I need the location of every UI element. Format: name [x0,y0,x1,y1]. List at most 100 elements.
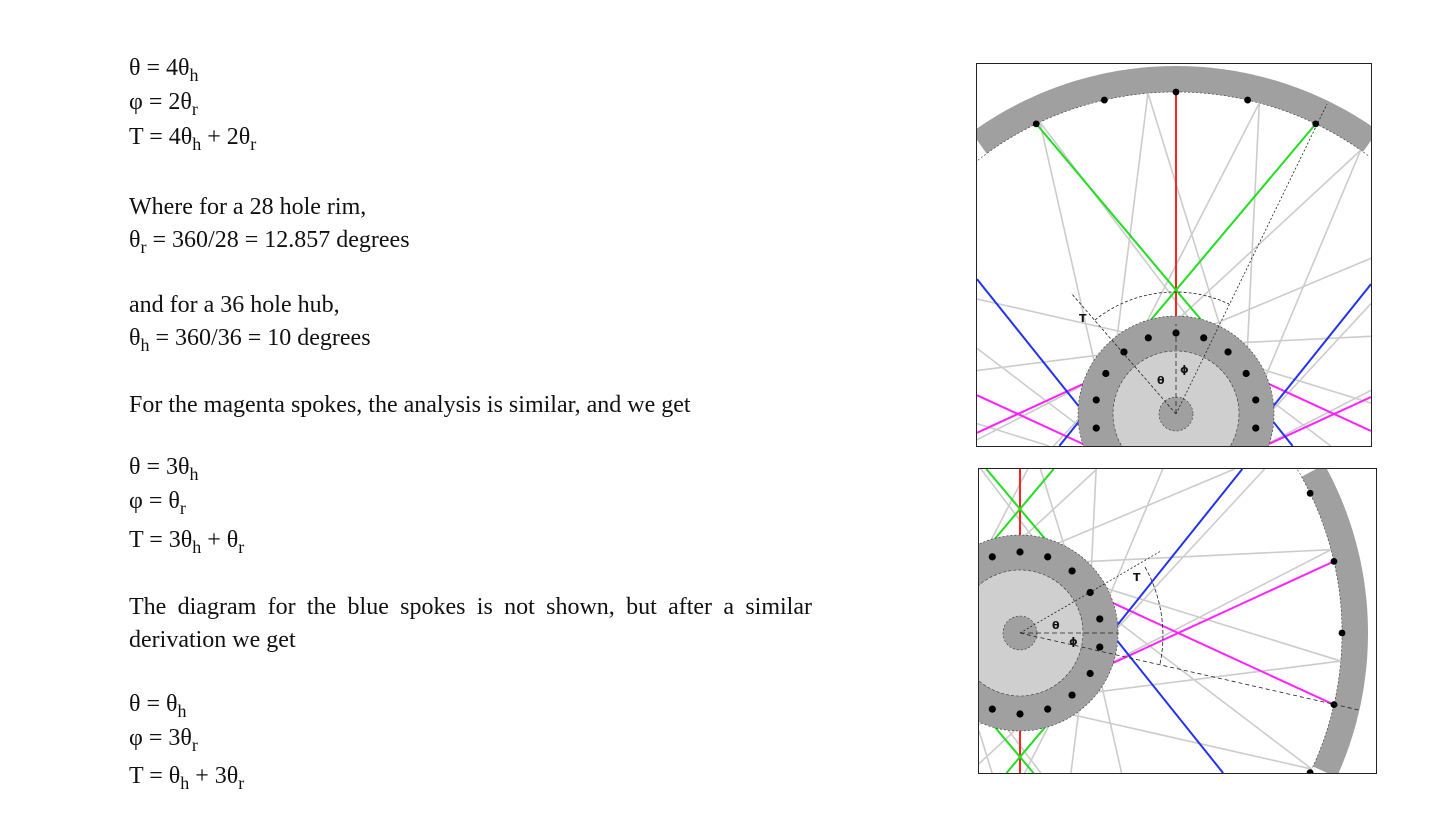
rim [977,66,1371,154]
eq-text: θ = 4θ [129,55,190,81]
equation-phi-3: φ = 3θr [129,723,198,755]
eq-sub: r [238,773,245,793]
hub-hole [1068,567,1076,575]
hub-hole [988,553,996,561]
rim-hole [1244,96,1252,104]
eq-text: θ [129,227,141,253]
spoke [1264,396,1371,446]
spoke [1047,708,1313,770]
hub-hole [1200,334,1208,342]
wheel-lacing-figure: T θ ϕ [979,469,1368,773]
phi-label: ϕ [1180,363,1189,376]
spoke [979,730,993,773]
spoke [1089,560,1335,675]
wheel-diagram-bottom: T θ ϕ [978,468,1377,774]
eq-text: T = θ [129,763,181,789]
spoke [1255,149,1362,401]
spoke [1098,469,1244,648]
equation-phi-2: φ = θr [129,486,186,517]
spoke [1035,123,1229,353]
rim-hole [1306,489,1314,497]
eq-text: + θ [201,527,239,553]
eq-sub: h [189,65,199,85]
rim [1301,469,1368,773]
eq-sub: h [180,773,190,793]
eq-sub: r [140,237,147,257]
spoke [1039,121,1101,387]
eq-sub: r [238,537,245,557]
hub-hole [1044,705,1052,713]
eq-sub: r [191,99,198,119]
spoke [1147,92,1229,353]
eq-text: + 3θ [189,763,239,789]
spoke [1099,469,1266,648]
equation-T-3: T = θh + 3θr [129,761,245,793]
equation-T-1: T = 4θh + 2θr [129,122,256,154]
eq-text: = 360/28 = 12.857 degrees [146,227,410,253]
spoke [1254,283,1371,429]
spoke [1113,93,1149,363]
eq-sub: h [189,464,199,484]
tau-label: T [1133,571,1141,584]
tau-ref-line [1019,550,1162,634]
equation-T-2: T = 3θh + θr [129,525,245,557]
eq-text: φ = 2θ [129,89,192,115]
rim-hole [1306,769,1314,773]
hub-text-line2: θh = 360/36 = 10 degrees [129,323,371,355]
tau-arc [1144,566,1164,665]
spoke [1060,548,1332,564]
blue-text: The diagram for the blue spokes is not s… [129,594,812,653]
hub-hole [1044,553,1052,561]
tau-arc [1094,291,1230,321]
phi-ref-line [1019,632,1360,711]
rim-hole [1330,701,1338,709]
spoke [1245,102,1261,374]
rim-inner-edge [977,91,1370,161]
spoke [1189,257,1371,335]
hub-hole [1016,548,1024,556]
spoke [1099,469,1164,620]
hub-hole [1224,348,1232,356]
spoke [1089,591,1335,706]
eq-text: θ = θ [129,691,178,717]
spoke [1071,660,1341,696]
eq-text: = 360/36 = 10 degrees [149,325,371,351]
magenta-text: For the magenta spokes, the analysis is … [129,392,691,418]
spoke [1081,580,1342,662]
hub-hole [1092,396,1100,404]
rim-text-line2: θr = 360/28 = 12.857 degrees [129,225,410,257]
hub-hole [988,705,996,713]
eq-sub: h [140,335,150,355]
spoke [977,278,1098,429]
spoke [1098,618,1224,773]
spoke [1123,123,1317,353]
equation-theta-1: θ = 4θh [129,53,199,85]
rim-text-line1: Where for a 28 hole rim, [129,194,367,220]
eq-text: φ = 3θ [129,725,192,751]
wheel-diagram-top: T θ ϕ [976,63,1372,447]
hub-hole [1252,396,1260,404]
hub-hole [1068,691,1076,699]
rim-hole [1032,120,1040,128]
eq-text: φ = θ [129,488,180,514]
equation-theta-2: θ = 3θh [129,452,199,484]
rim-inner-edge [1297,469,1343,772]
rim-hole [1338,629,1346,637]
eq-text: θ = 3θ [129,454,190,480]
equation-theta-3: θ = θh [129,689,187,720]
eq-text: T = 4θ [129,124,193,150]
equation-phi-1: φ = 2θr [129,87,198,119]
hub-hole [1102,369,1110,378]
spoke [1161,149,1362,335]
hub-hole [1252,424,1260,432]
hub-hole [1086,669,1094,678]
eq-sub: h [192,134,202,154]
rim-hole [1100,96,1108,104]
eq-text: + 2θ [201,124,251,150]
phi-label: ϕ [1069,635,1078,648]
spoke [1262,389,1371,446]
hub-hole [1096,643,1104,651]
hub-hole [1144,334,1152,342]
hub-hole [1242,369,1250,378]
eq-sub: r [191,735,198,755]
